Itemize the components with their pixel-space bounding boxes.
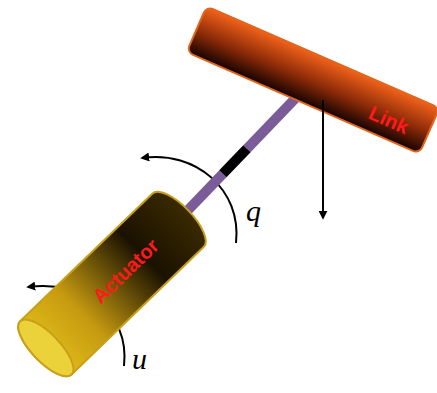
- link-bar: Link: [185, 5, 437, 155]
- cylinder-body: [10, 184, 214, 384]
- angle-symbol: u: [132, 344, 147, 374]
- actuator-cylinder: Actuator: [9, 183, 214, 385]
- link-body: [187, 6, 437, 154]
- angle-symbol: q: [246, 196, 261, 226]
- cylinder-end: [10, 312, 82, 385]
- shaft-coupling: [223, 149, 247, 174]
- gravity-arrow: [322, 100, 324, 218]
